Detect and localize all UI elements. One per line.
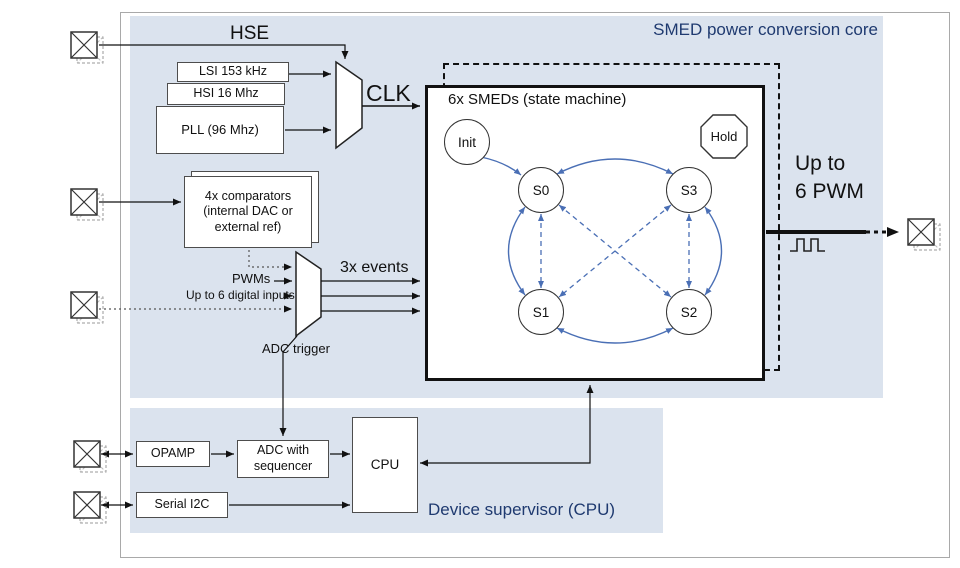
supervisor-panel-title: Device supervisor (CPU) (428, 500, 616, 519)
adc-sequencer-box: ADC with sequencer (237, 440, 329, 478)
adc-trigger-label: ADC trigger (262, 341, 330, 356)
serial-i2c-box: Serial I2C (136, 492, 228, 518)
hsi-clock-box: HSI 16 Mhz (167, 83, 285, 105)
pll-clock-box: PLL (96 Mhz) (156, 106, 284, 154)
io-pin-icon (70, 31, 104, 64)
state-s3: S3 (666, 167, 712, 213)
state-s2: S2 (666, 289, 712, 335)
state-s0: S0 (518, 167, 564, 213)
state-s1: S1 (518, 289, 564, 335)
pwms-label: PWMs (232, 271, 271, 286)
io-pin-icon (70, 188, 104, 221)
io-pin-icon (70, 291, 104, 324)
state-init: Init (444, 119, 490, 165)
state-hold-label: Hold (710, 129, 738, 144)
core-panel-title: SMED power conversion core (653, 20, 878, 39)
digital-inputs-label: Up to 6 digital inputs (186, 288, 295, 302)
outer-frame (120, 12, 950, 558)
pwm-output-label-line2: 6 PWM (795, 180, 864, 203)
comparators-box: 4x comparators (internal DAC or external… (184, 176, 312, 248)
smed-box-title: 6x SMEDs (state machine) (448, 91, 627, 108)
hse-label: HSE (230, 23, 270, 44)
events-count-label: 3x events (340, 259, 409, 276)
pwm-output-label-line1: Up to (795, 152, 846, 175)
cpu-box: CPU (352, 417, 418, 513)
clk-label: CLK (366, 80, 411, 106)
io-pin-icon (73, 440, 107, 473)
opamp-box: OPAMP (136, 441, 210, 467)
lsi-clock-box: LSI 153 kHz (177, 62, 289, 82)
io-pin-icon (73, 491, 107, 524)
